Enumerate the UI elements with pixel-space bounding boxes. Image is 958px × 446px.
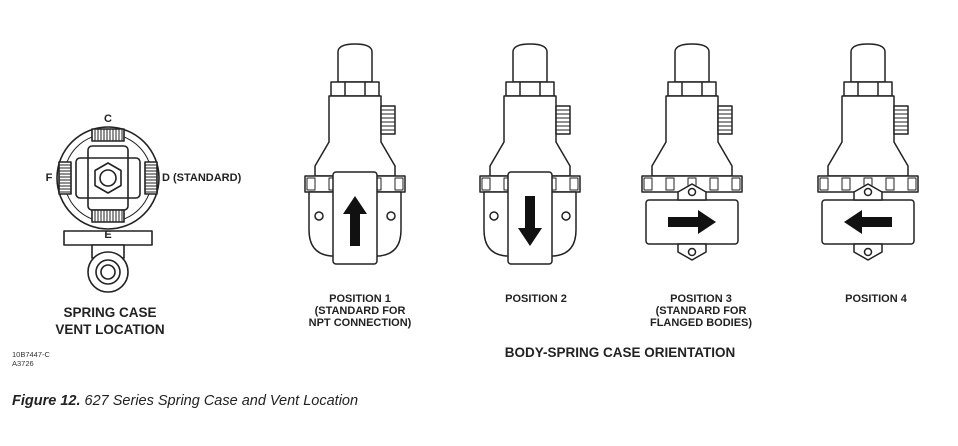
flow-arrow-left-icon <box>844 210 892 234</box>
position-4-line1: POSITION 4 <box>845 293 907 305</box>
drawing-code-line1: 10B7447-C <box>12 350 50 359</box>
figure-number: Figure 12. <box>12 393 81 409</box>
vent-title-line1: SPRING CASE <box>63 305 157 320</box>
figure-caption: Figure 12. 627 Series Spring Case and Ve… <box>12 393 358 409</box>
position-3-line3: FLANGED BODIES) <box>649 317 753 329</box>
position-2-line1: POSITION 2 <box>505 293 567 305</box>
position-4-label: POSITION 4 <box>806 293 946 305</box>
position-3-line1: POSITION 3 <box>670 293 732 305</box>
drawing-code-line2: A3726 <box>12 359 34 368</box>
flow-arrow-right-icon <box>668 210 716 234</box>
position-1-line1: POSITION 1 <box>329 293 391 305</box>
regulator-position-2 <box>479 43 581 265</box>
position-1-label: POSITION 1 (STANDARD FOR NPT CONNECTION) <box>290 293 430 329</box>
figure-caption-text: 627 Series Spring Case and Vent Location <box>80 393 359 409</box>
flow-arrow-up-icon <box>343 196 367 246</box>
position-2-label: POSITION 2 <box>466 293 606 305</box>
position-3-line2: (STANDARD FOR <box>655 305 747 317</box>
flow-arrow-down-icon <box>518 196 542 246</box>
regulator-position-4 <box>817 43 919 261</box>
regulator-position-3 <box>641 43 743 261</box>
position-1-line3: NPT CONNECTION) <box>308 317 412 329</box>
vent-label-e: E <box>104 229 112 241</box>
orientation-title: BODY-SPRING CASE ORIENTATION <box>504 345 736 360</box>
vent-label-c: C <box>104 113 112 125</box>
position-3-label: POSITION 3 (STANDARD FOR FLANGED BODIES) <box>626 293 776 329</box>
vent-title-line2: VENT LOCATION <box>55 322 165 337</box>
vent-label-d: D (STANDARD) <box>162 172 242 184</box>
position-1-line2: (STANDARD FOR <box>314 305 406 317</box>
vent-label-f: F <box>45 172 53 184</box>
